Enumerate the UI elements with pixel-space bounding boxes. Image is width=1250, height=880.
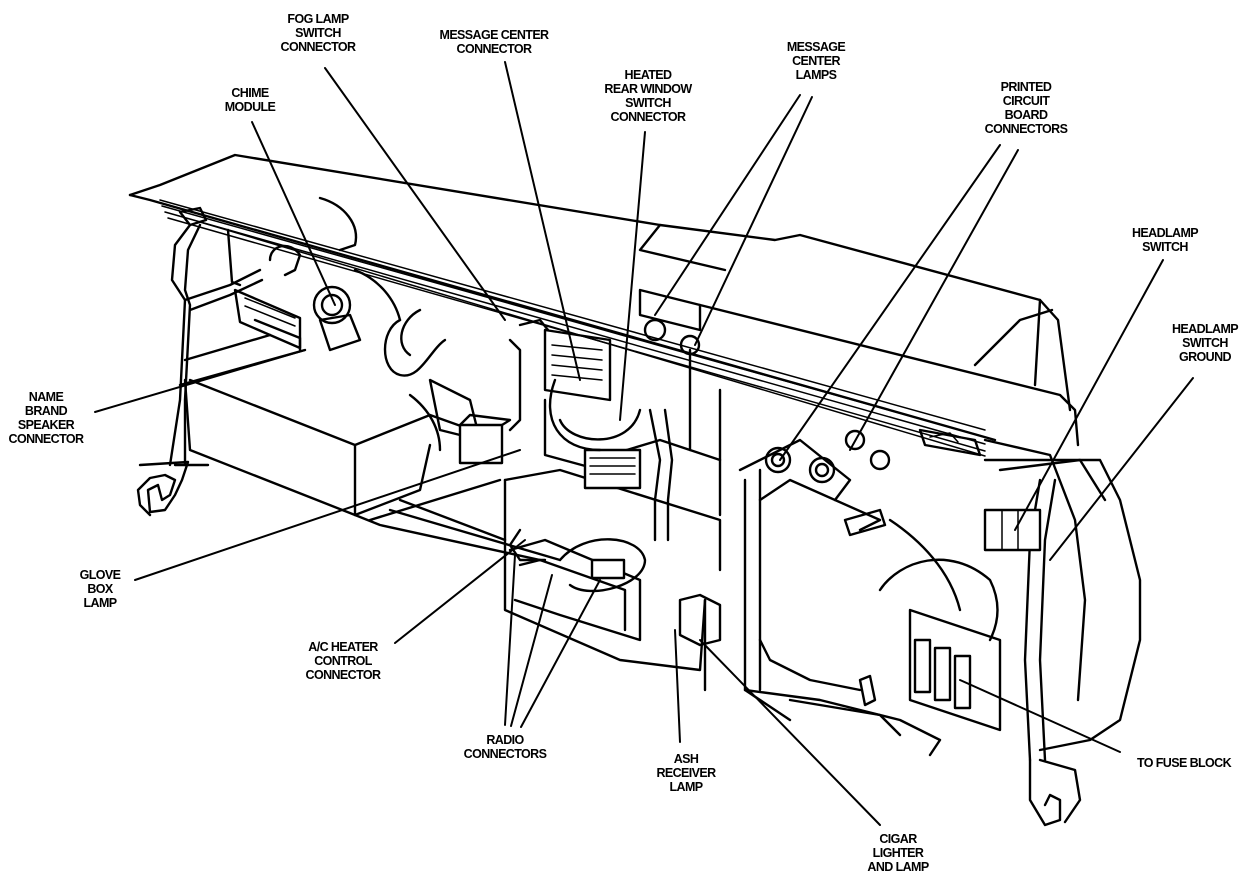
main-harness-trough bbox=[159, 199, 986, 457]
label-ash-receiver-lamp: ASH RECEIVER LAMP bbox=[656, 752, 716, 794]
leader-glove-box-lamp bbox=[134, 449, 521, 581]
glove-box-housing bbox=[183, 378, 562, 562]
label-glove-box-lamp: GLOVE BOX LAMP bbox=[79, 568, 121, 610]
label-message-center-lamps: MESSAGE CENTER LAMPS bbox=[786, 40, 846, 82]
label-printed-circuit-board-connectors: PRINTED CIRCUIT BOARD CONNECTORS bbox=[984, 80, 1068, 136]
leader-chime-module bbox=[251, 121, 336, 306]
instrument-panel-top-pad bbox=[128, 153, 1080, 447]
leader-fog-lamp bbox=[324, 67, 506, 321]
label-ac-heater-control-connector: A/C HEATER CONTROL CONNECTOR bbox=[305, 640, 382, 682]
left-recessed-panel bbox=[178, 196, 362, 387]
center-stack bbox=[503, 348, 722, 692]
leader-ash-receiver bbox=[674, 629, 681, 743]
leader-message-center-connector bbox=[504, 61, 581, 381]
label-name-brand-speaker-connector: NAME BRAND SPEAKER CONNECTOR bbox=[8, 390, 85, 446]
leader-radio-2 bbox=[510, 574, 553, 727]
leader-lines bbox=[94, 61, 1194, 826]
leader-pcb-1 bbox=[779, 144, 1001, 461]
center-harness-bundle bbox=[518, 288, 702, 542]
right-section bbox=[738, 429, 1142, 827]
leader-ac-heater bbox=[394, 539, 526, 644]
leader-cigar-lighter bbox=[699, 639, 881, 826]
leader-message-center-lamps-2 bbox=[694, 96, 813, 346]
leader-radio-1 bbox=[504, 554, 516, 726]
label-heated-rear-window-switch-connector: HEATED REAR WINDOW SWITCH CONNECTOR bbox=[604, 68, 692, 124]
label-cigar-lighter-and-lamp: CIGAR LIGHTER AND LAMP bbox=[867, 832, 929, 874]
leader-pcb-2 bbox=[849, 149, 1019, 451]
label-chime-module: CHIME MODULE bbox=[224, 86, 276, 114]
leader-headlamp-switch-ground bbox=[1049, 377, 1194, 561]
leader-radio-3 bbox=[520, 579, 601, 728]
leader-name-brand-speaker bbox=[94, 349, 306, 413]
label-to-fuse-block: TO FUSE BLOCK bbox=[1136, 756, 1232, 770]
label-headlamp-switch: HEADLAMP SWITCH bbox=[1131, 226, 1199, 254]
leader-to-fuse-block bbox=[959, 679, 1121, 753]
label-message-center-connector: MESSAGE CENTER CONNECTOR bbox=[439, 28, 550, 56]
leader-headlamp-switch bbox=[1014, 259, 1164, 531]
left-harness-loops bbox=[353, 268, 522, 465]
leader-message-center-lamps-1 bbox=[654, 94, 801, 316]
label-fog-lamp-switch-connector: FOG LAMP SWITCH CONNECTOR bbox=[280, 12, 357, 54]
label-headlamp-switch-ground: HEADLAMP SWITCH GROUND bbox=[1171, 322, 1239, 364]
label-radio-connectors: RADIO CONNECTORS bbox=[463, 733, 547, 761]
left-side-bracket bbox=[136, 223, 264, 517]
leader-heated-rear-window bbox=[619, 131, 646, 421]
